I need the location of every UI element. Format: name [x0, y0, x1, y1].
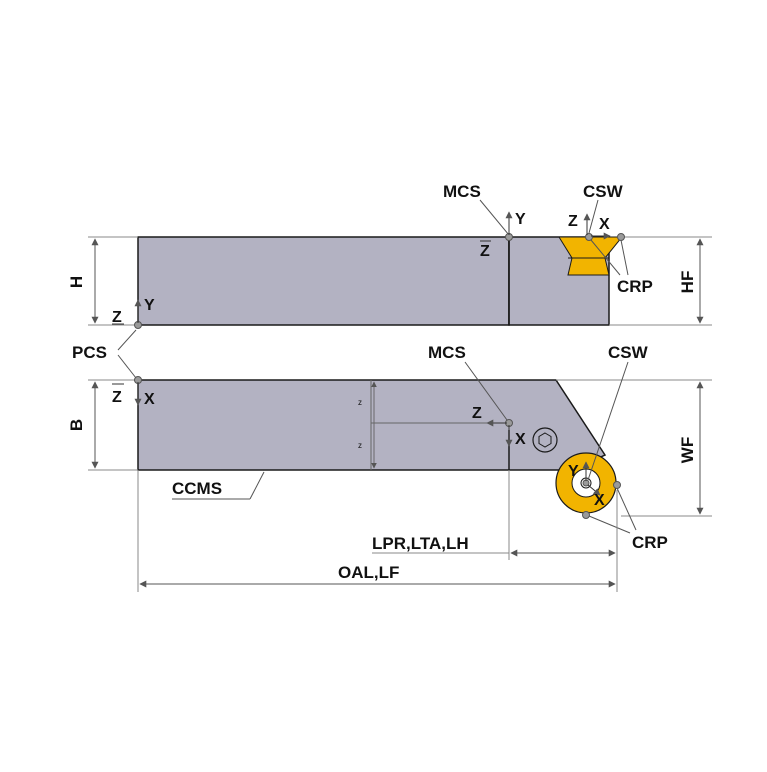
side-pcs-y: Y — [144, 297, 155, 314]
small-mark-1: z — [358, 398, 362, 407]
hex-socket — [538, 432, 552, 448]
side-mcs-label: MCS — [443, 182, 481, 201]
top-csw-x: X — [594, 492, 605, 509]
dim-HF-label: HF — [678, 271, 697, 294]
side-csw-x: X — [599, 216, 610, 233]
side-csw-label: CSW — [583, 182, 624, 201]
top-csw-y: Y — [568, 463, 579, 480]
side-mcs-y: Y — [515, 211, 526, 228]
side-pcs-z: Z — [112, 309, 122, 326]
top-mcs-label: MCS — [428, 343, 466, 362]
length-dimensions: LPR,LTA,LH OAL,LF — [137, 470, 618, 592]
ccms-label: CCMS — [172, 479, 222, 498]
top-crp-point-bottom — [582, 511, 590, 519]
side-crp-point — [617, 233, 625, 241]
side-csw-z: Z — [568, 213, 578, 230]
small-mark-2: z — [358, 441, 362, 450]
top-pcs-z: Z — [112, 389, 122, 406]
top-crp-label: CRP — [632, 533, 668, 552]
lpr-label: LPR,LTA,LH — [372, 534, 469, 553]
dim-H-label: H — [67, 276, 86, 288]
oal-label: OAL,LF — [338, 563, 399, 582]
top-mcs-x: X — [515, 431, 526, 448]
side-crp-label: CRP — [617, 277, 653, 296]
top-csw-label: CSW — [608, 343, 649, 362]
top-mcs-z: Z — [472, 405, 482, 422]
top-view: z z B WF X Z MCS Z X CSW Y X — [67, 343, 712, 552]
side-csw-point — [585, 233, 593, 241]
clamp-screw — [532, 427, 558, 453]
side-shank — [137, 236, 510, 326]
top-crp-point-right — [613, 481, 621, 489]
dim-B-label: B — [67, 419, 86, 431]
pcs-label: PCS — [72, 343, 107, 362]
dim-WF-label: WF — [678, 437, 697, 463]
side-mcs-z: Z — [480, 243, 490, 260]
side-view: H HF MCS Y Z CSW Z X CRP Y Z — [67, 182, 712, 329]
top-pcs-x: X — [144, 391, 155, 408]
